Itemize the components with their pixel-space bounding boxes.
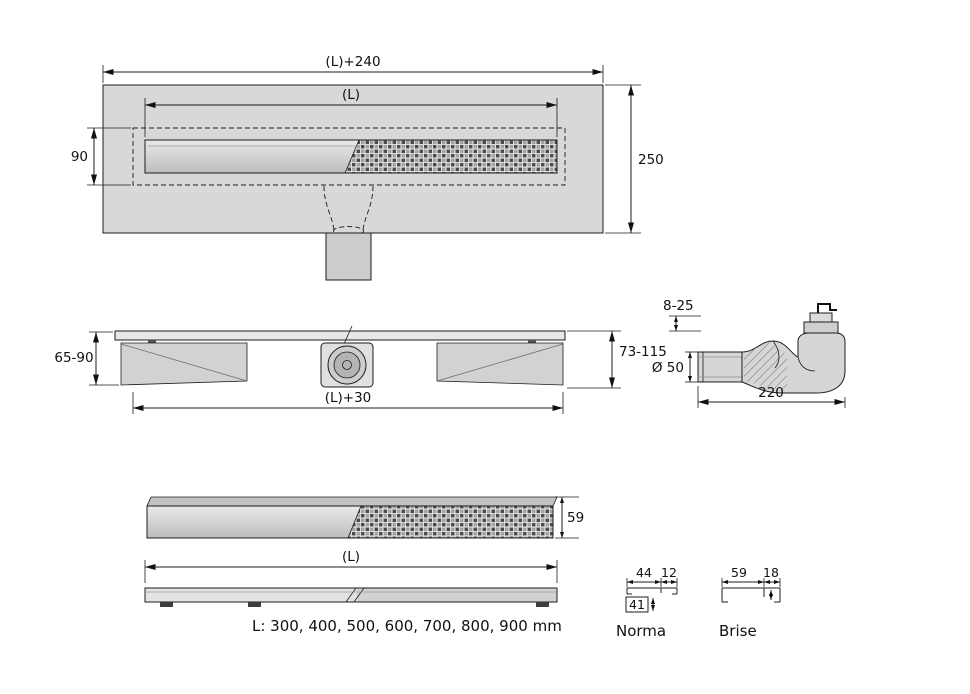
brise-label: Brise (719, 622, 757, 640)
funnel-dashed-left (323, 185, 335, 232)
adjustable-collar (803, 321, 839, 334)
outlet-box (325, 232, 372, 281)
norma-profile: 44 12 41 Norma (616, 565, 678, 640)
fixing-clip (148, 340, 156, 344)
support-foot (248, 602, 261, 607)
fixing-clip (528, 340, 536, 344)
length-options-note: L: 300, 400, 500, 600, 700, 800, 900 mm (252, 617, 562, 635)
dim-height-left: 65-90 (54, 350, 93, 366)
grate-top-edge (146, 496, 558, 507)
channel-underside-left (145, 588, 357, 602)
front-view: 65-90 73-115 (L)+30 (54, 325, 667, 414)
norma-label: Norma (616, 622, 666, 640)
dim-bottom-length: (L) (342, 549, 360, 565)
brise-profile: 59 18 Brise (719, 565, 781, 640)
siphon-view: 8-25 Ø 50 220 (652, 298, 846, 408)
cover-side (147, 506, 361, 538)
outlet-pipe (697, 351, 743, 383)
drain-center-circle (342, 360, 352, 370)
grate-side (348, 506, 553, 538)
dim-height-right: 73-115 (619, 344, 667, 360)
channel-underside-right (357, 588, 557, 602)
dim-depth: 250 (638, 152, 664, 168)
dim-length: (L) (342, 87, 360, 103)
dim-grate-height: 59 (567, 510, 584, 526)
norma-profile-shape (626, 587, 678, 595)
channel-frame (144, 139, 558, 174)
brise-dim-width: 59 (731, 565, 747, 580)
collar-upper (809, 312, 833, 323)
funnel-dashed-right (362, 185, 374, 232)
break-mark (343, 325, 353, 345)
brise-dim-lip: 18 (763, 565, 779, 580)
brise-profile-shape (721, 587, 781, 603)
clamp-screw (817, 303, 837, 313)
grate-side-view: 59 (146, 496, 584, 539)
channel-grate (345, 140, 557, 173)
norma-dim-inner: 41 (629, 597, 645, 612)
norma-inner-dim-box (625, 596, 649, 613)
dim-channel-width: 90 (71, 149, 88, 165)
bottom-view: (L) (144, 549, 558, 607)
channel-top-bar (114, 330, 566, 341)
support-foot (160, 602, 173, 607)
norma-dim-width: 44 (636, 565, 652, 580)
drain-inner-circle (333, 351, 361, 379)
dim-overall-length: (L)+240 (325, 54, 380, 70)
top-view: (L)+240 (L) 250 90 (71, 54, 664, 281)
dim-siphon-length: 220 (758, 385, 784, 401)
flange-dashed-outline (132, 127, 566, 186)
dim-adjust-range: 8-25 (663, 298, 694, 314)
dim-outlet-diameter: Ø 50 (652, 360, 684, 376)
norma-dim-lip: 12 (661, 565, 677, 580)
dim-length-install: (L)+30 (325, 390, 372, 406)
siphon-hatch (744, 342, 787, 392)
support-foot (536, 602, 549, 607)
channel-cover-plate (145, 140, 359, 173)
